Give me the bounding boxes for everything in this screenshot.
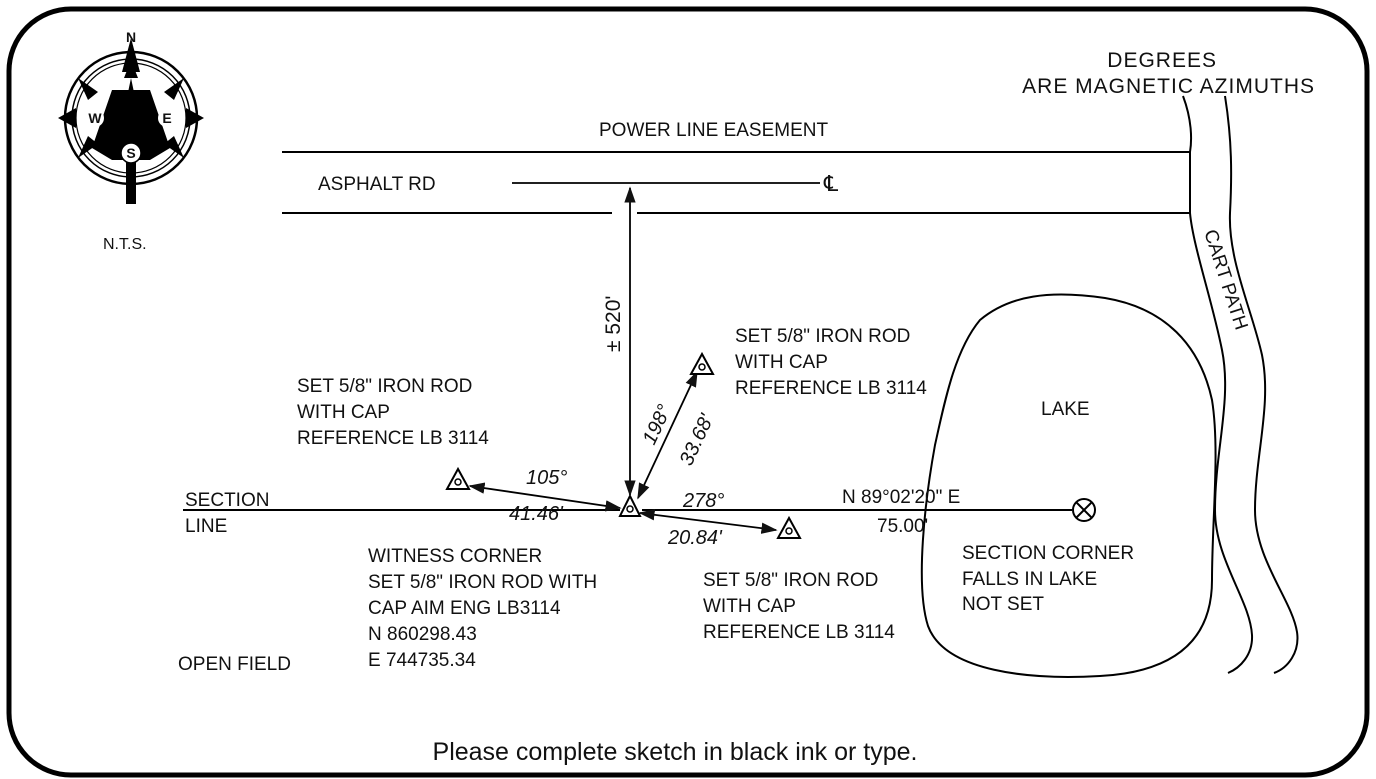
- section-line-label-1: SECTION: [185, 490, 269, 511]
- sketch-border: [6, 6, 1370, 778]
- southeast-rod-label-1: SET 5/8" IRON ROD: [703, 570, 878, 591]
- cart-path-edge-west: [1182, 95, 1254, 674]
- southeast-rod-label-2: WITH CAP: [703, 596, 796, 617]
- lake-label: LAKE: [1041, 399, 1090, 420]
- north-rod-icon: [689, 351, 715, 375]
- west-distance-label: 41.46': [509, 503, 564, 525]
- north-distance-label: 33.68': [676, 410, 719, 469]
- west-rod-label-1: SET 5/8" IRON ROD: [297, 376, 472, 397]
- witness-label-1: WITNESS CORNER: [368, 546, 542, 567]
- lake-outline: [920, 293, 1217, 678]
- tie-arrow-southeast: [638, 509, 778, 534]
- lake-note-line3: NOT SET: [962, 594, 1044, 615]
- scale-note: N.T.S.: [103, 236, 147, 253]
- section-line-label-2: LINE: [185, 516, 227, 537]
- compass-rose: N S W E: [58, 29, 204, 204]
- compass-s-label: S: [126, 145, 135, 161]
- north-arrow-icon: [122, 38, 140, 72]
- compass-e-label: E: [162, 110, 171, 126]
- witness-easting: E 744735.34: [368, 650, 476, 671]
- witness-label-2: SET 5/8" IRON ROD WITH: [368, 572, 597, 593]
- witness-corner-rod-icon: [618, 493, 642, 517]
- centerline-symbol: ℄: [823, 171, 839, 196]
- north-rod-label-2: WITH CAP: [735, 352, 828, 373]
- asphalt-road-label: ASPHALT RD: [318, 174, 436, 195]
- lake-note-line1: SECTION CORNER: [962, 543, 1134, 564]
- southeast-rod-icon: [776, 515, 802, 539]
- road-distance-label: ± 520': [602, 296, 625, 352]
- southeast-rod-label-3: REFERENCE LB 3114: [703, 622, 895, 643]
- tie-arrow-north: [637, 370, 698, 500]
- footer-instruction: Please complete sketch in black ink or t…: [433, 738, 918, 766]
- easement-label: POWER LINE EASEMENT: [599, 120, 828, 141]
- cart-path-edge-east: [1224, 95, 1299, 674]
- north-azimuth-label: 198°: [639, 401, 676, 448]
- open-field-label: OPEN FIELD: [178, 654, 291, 675]
- lake-note-line2: FALLS IN LAKE: [962, 569, 1097, 590]
- north-rod-label-3: REFERENCE LB 3114: [735, 378, 927, 399]
- compass-w-label: W: [88, 110, 102, 126]
- southeast-distance-label: 20.84': [667, 527, 723, 549]
- north-rod-label-1: SET 5/8" IRON ROD: [735, 326, 910, 347]
- section-corner-icon: [1072, 498, 1096, 522]
- tie-arrow-west: [468, 482, 622, 512]
- bearing-label: N 89°02'20" E: [842, 487, 960, 508]
- west-rod-icon: [445, 466, 471, 490]
- cart-path-label: CART PATH: [1199, 227, 1251, 333]
- bearing-distance-label: 75.00': [877, 516, 928, 537]
- witness-northing: N 860298.43: [368, 624, 477, 645]
- witness-label-3: CAP AIM ENG LB3114: [368, 598, 561, 619]
- west-azimuth-label: 105°: [526, 467, 567, 489]
- degrees-note-line1: DEGREES: [1107, 49, 1217, 72]
- southeast-azimuth-label: 278°: [682, 490, 724, 512]
- west-rod-label-3: REFERENCE LB 3114: [297, 428, 489, 449]
- west-rod-label-2: WITH CAP: [297, 402, 390, 423]
- compass-n-label: N: [126, 29, 136, 45]
- degrees-note-line2: ARE MAGNETIC AZIMUTHS: [1022, 75, 1315, 98]
